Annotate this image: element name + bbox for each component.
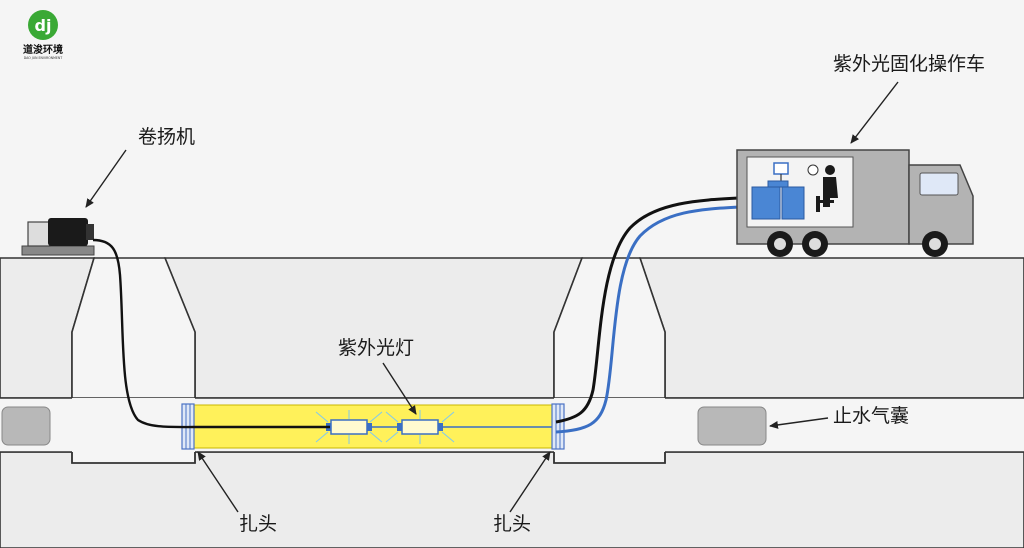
water-stop-airbag-left xyxy=(1,406,51,446)
truck-operator-icon xyxy=(816,165,838,212)
water-stop-airbag-right xyxy=(697,406,767,446)
truck-cab-window xyxy=(919,172,959,196)
winch-base xyxy=(21,245,95,256)
arrow-winch xyxy=(85,149,127,208)
logo-monogram: dj xyxy=(35,16,52,35)
truck-cable-black xyxy=(555,196,741,424)
label-uv-truck: 紫外光固化操作车 xyxy=(833,53,985,75)
truck-clock-icon xyxy=(807,164,819,176)
uv-lamp-2 xyxy=(401,419,439,435)
uv-curing-truck xyxy=(736,149,974,257)
winch-cable xyxy=(92,238,330,429)
company-logo: dj 道浚环境 DAO JUN ENVIRONMENT xyxy=(23,10,63,60)
label-clamp-right: 扎头 xyxy=(493,513,531,535)
ground-right xyxy=(638,257,1024,399)
arrow-water-bag xyxy=(769,417,829,429)
logo-circle-icon xyxy=(28,10,58,40)
arrow-uv-truck xyxy=(850,81,899,144)
logo-subtitle: DAO JUN ENVIRONMENT xyxy=(24,56,62,60)
arrow-clamp-left xyxy=(197,451,239,513)
arrow-uv-lamp xyxy=(382,362,417,415)
winch xyxy=(21,218,95,256)
truck-monitor-icon xyxy=(773,162,789,175)
truck-wheels xyxy=(767,231,948,257)
winch-frame xyxy=(27,221,51,247)
label-clamp-left: 扎头 xyxy=(239,513,277,535)
ground-center-top xyxy=(163,257,584,399)
winch-motor xyxy=(48,218,88,246)
uv-light-rays xyxy=(315,410,455,444)
truck-equipment-blue-1 xyxy=(751,186,781,220)
uv-lamp-1 xyxy=(330,419,368,435)
label-water-bag: 止水气囊 xyxy=(833,405,909,427)
label-winch: 卷扬机 xyxy=(138,126,195,148)
liner-end-cap-right xyxy=(551,403,565,450)
logo-name: 道浚环境 xyxy=(23,43,63,56)
label-uv-lamp: 紫外光灯 xyxy=(338,337,414,359)
truck-equipment-blue-2 xyxy=(781,186,805,220)
arrow-clamp-right xyxy=(509,451,551,513)
truck-cable-blue xyxy=(555,205,741,434)
